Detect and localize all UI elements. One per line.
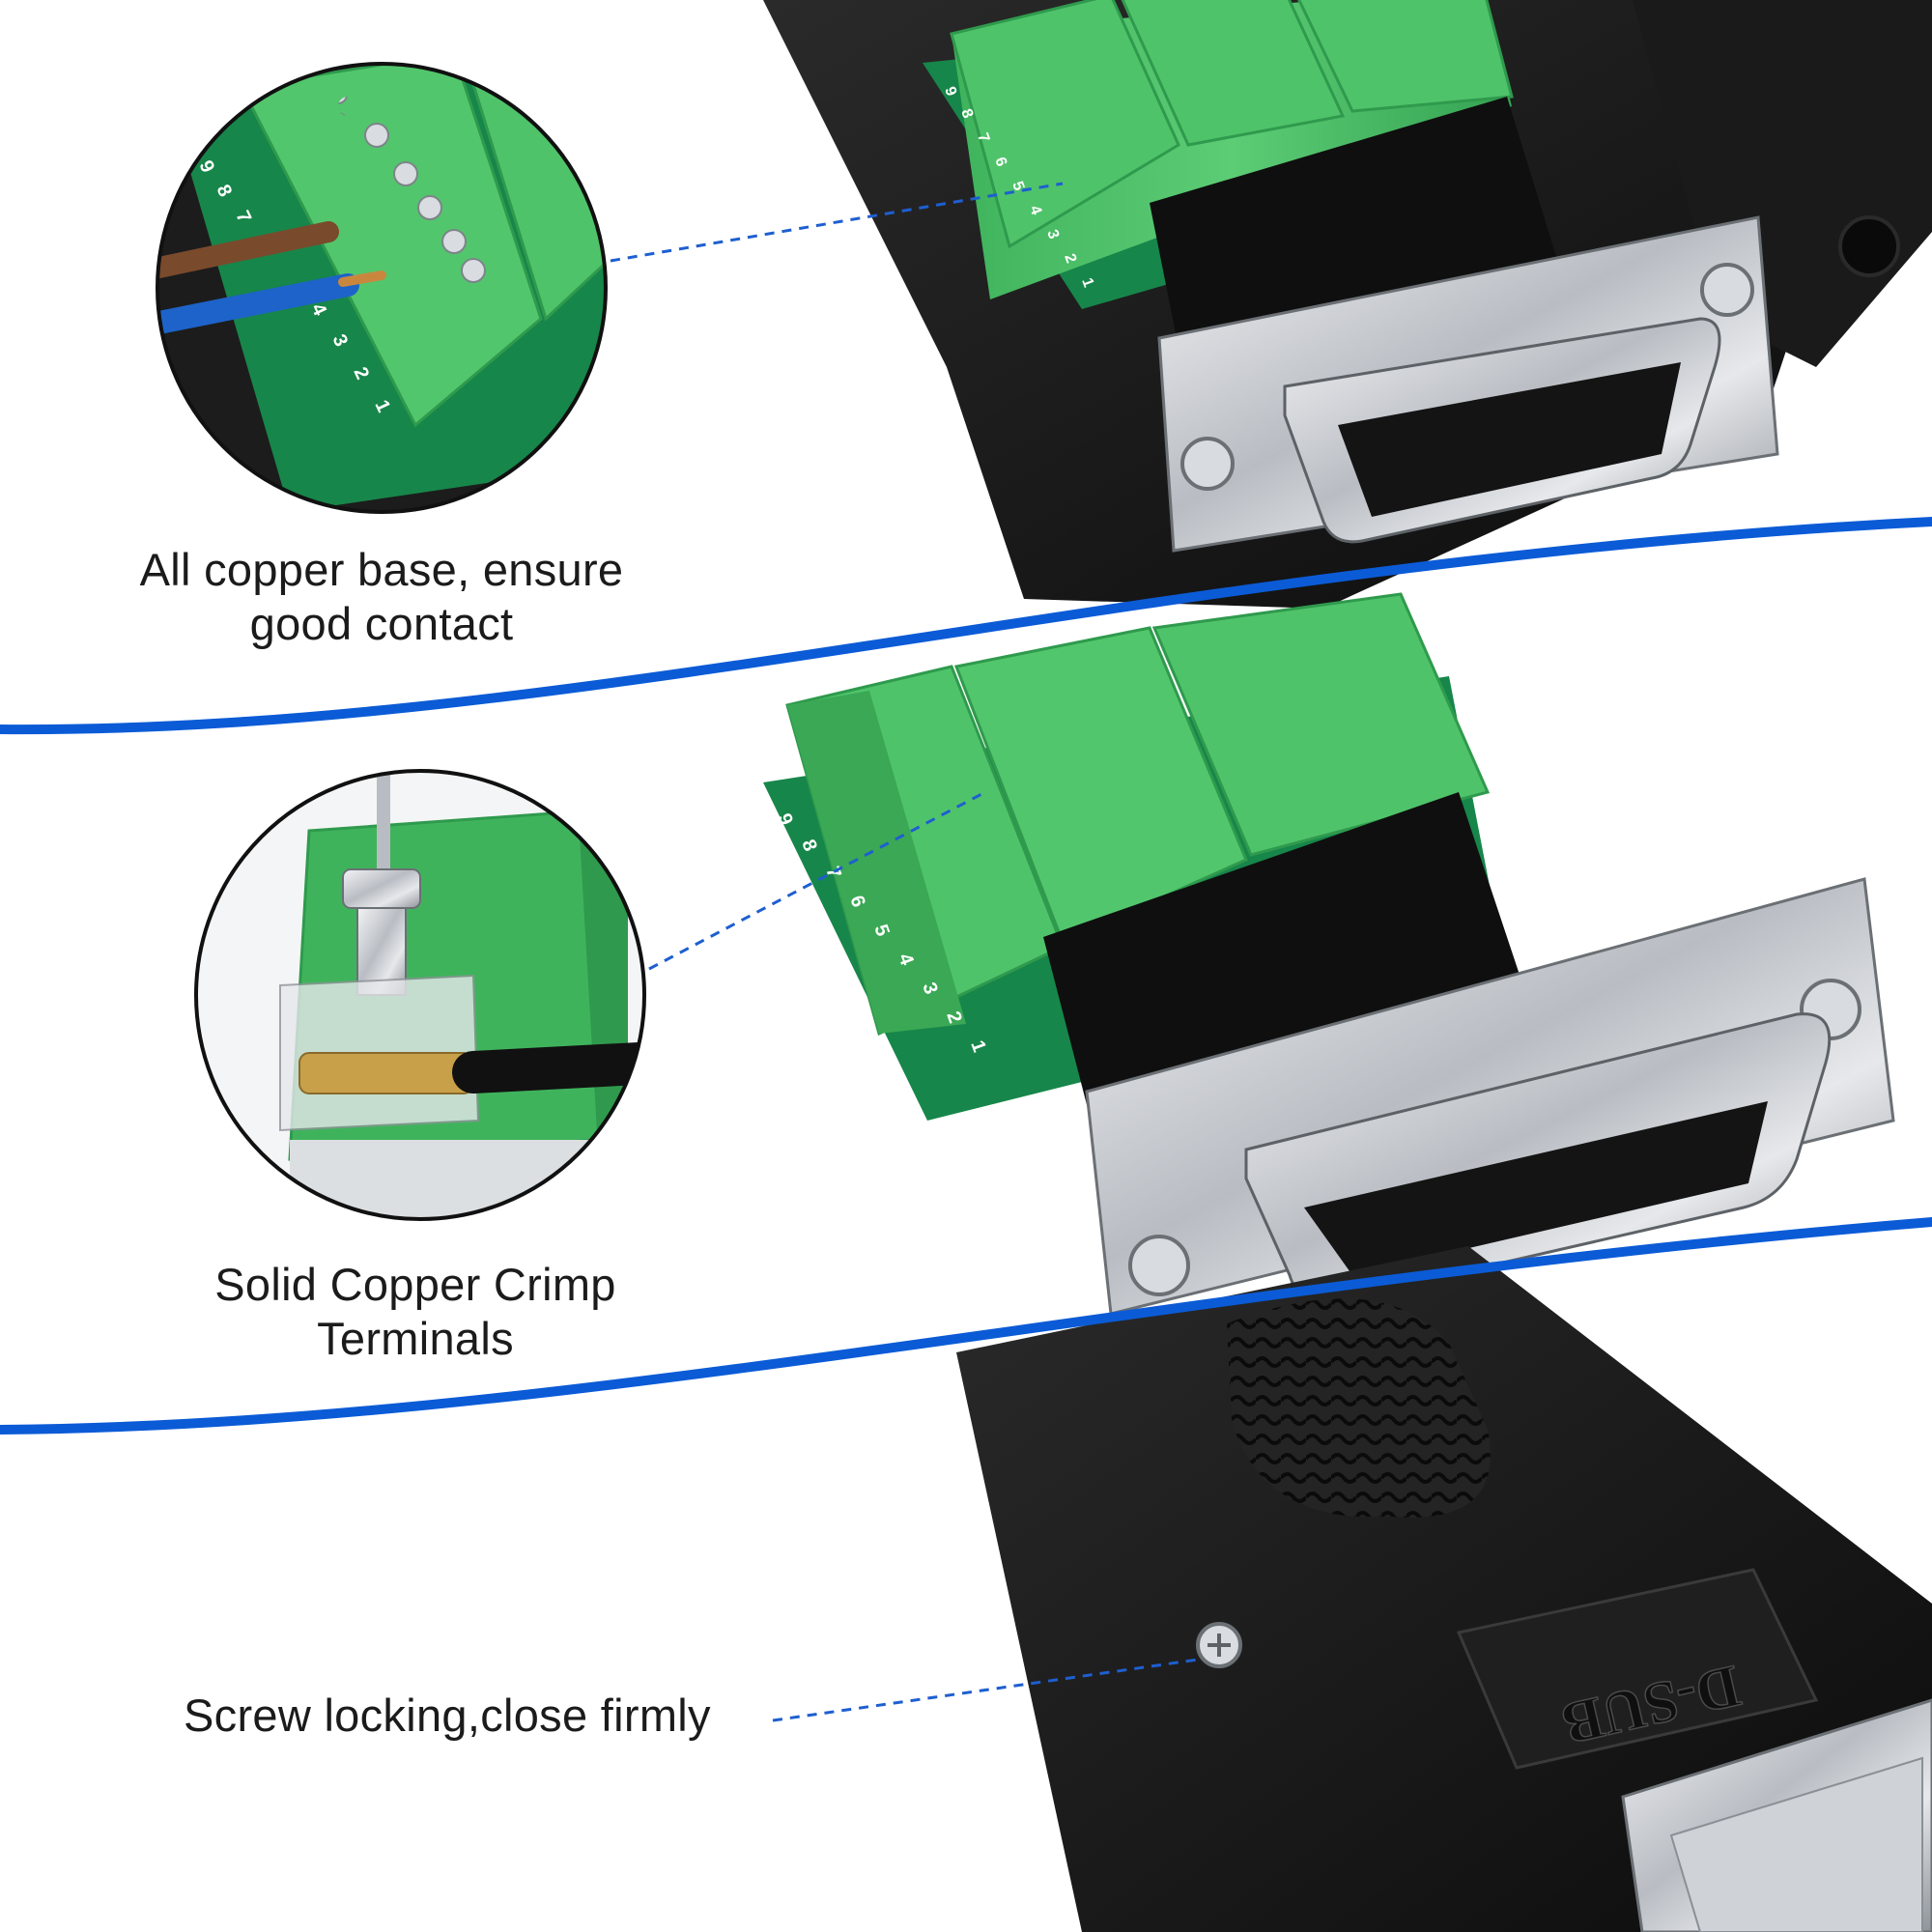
leader-line-copper-base bbox=[610, 182, 1064, 263]
caption-line: Solid Copper Crimp bbox=[214, 1259, 616, 1310]
middle-connector: 9 8 7 6 5 4 3 2 1 bbox=[763, 592, 1895, 1316]
leader-line-screw bbox=[772, 1658, 1199, 1722]
emboss-plate bbox=[1456, 1568, 1819, 1770]
middle-terminal-block bbox=[785, 592, 1491, 1037]
blue-curve-bottom bbox=[0, 1217, 1932, 1435]
caption-line: Screw locking,close firmly bbox=[184, 1690, 711, 1741]
detail-circle-copper-base: 9 8 7 4 3 2 1 bbox=[156, 62, 608, 514]
top-connector: 9 8 7 6 5 4 3 2 1 bbox=[763, 0, 1932, 609]
caption-line: good contact bbox=[249, 598, 514, 649]
caption-line: All copper base, ensure bbox=[139, 544, 624, 595]
detail-circle-crimp-terminal bbox=[194, 769, 646, 1221]
top-housing-hole bbox=[1838, 215, 1900, 277]
top-housing-side bbox=[1633, 0, 1932, 367]
leader-line-crimp bbox=[648, 790, 986, 971]
middle-dsub-plug bbox=[1085, 877, 1895, 1316]
caption-copper-base: All copper base, ensure good contact bbox=[29, 543, 734, 651]
top-dsub-plug bbox=[1157, 215, 1779, 553]
caption-line: Terminals bbox=[317, 1313, 514, 1364]
bottom-housing: D-SUB bbox=[956, 1246, 1932, 1932]
caption-screw-locking: Screw locking,close firmly bbox=[184, 1689, 782, 1743]
caption-crimp-terminals: Solid Copper Crimp Terminals bbox=[87, 1258, 744, 1366]
blue-curve-top bbox=[0, 517, 1932, 735]
leader-lines bbox=[610, 182, 1199, 1722]
blue-decorative-curves bbox=[0, 517, 1932, 1435]
top-terminal-block bbox=[950, 0, 1514, 299]
